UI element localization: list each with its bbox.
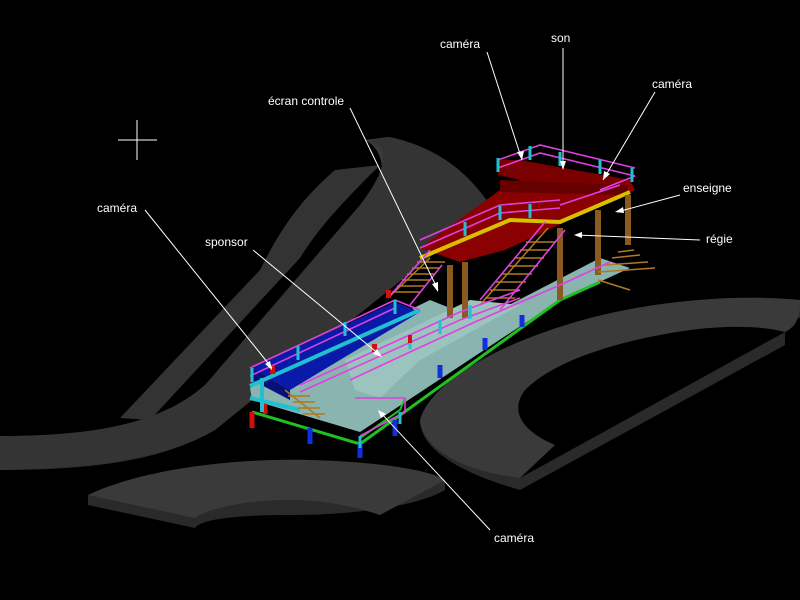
label-ecran-controle: écran controle (268, 94, 344, 108)
leader-ecran-controle (349, 107, 439, 292)
leader-camera-right (602, 91, 656, 181)
label-sponsor: sponsor (205, 235, 248, 249)
road-main-top2 (0, 137, 490, 470)
label-camera-left: caméra (97, 201, 137, 215)
cyan-beams (249, 308, 421, 412)
label-camera-top: caméra (440, 37, 480, 51)
brown-supports (447, 195, 631, 318)
label-son: son (551, 31, 570, 45)
label-regie: régie (706, 232, 733, 246)
label-camera-right: caméra (652, 77, 692, 91)
road-segments (0, 137, 800, 528)
leader-camera-bottom (378, 410, 491, 531)
road-right-top (420, 297, 800, 478)
crosshair-icon (118, 120, 157, 160)
blue-legs (307, 315, 525, 458)
road-right-end (520, 332, 785, 490)
lower-deck-inner (345, 300, 520, 398)
labels: caméra son caméra écran controle enseign… (97, 31, 733, 545)
stairs (284, 227, 656, 419)
stair-lower-left (284, 389, 325, 419)
road-bottom-top (88, 459, 445, 518)
stair-right (597, 249, 656, 291)
stair-left (387, 257, 445, 299)
stage-structure (249, 144, 656, 458)
yellow-beam (419, 190, 631, 260)
green-edge (251, 280, 601, 446)
leader-camera-left (144, 209, 273, 370)
posts (250, 146, 634, 448)
leader-camera-top (486, 51, 524, 161)
label-enseigne: enseigne (683, 181, 732, 195)
label-camera-bottom: caméra (494, 531, 534, 545)
leader-lines (144, 48, 701, 531)
leader-son (560, 48, 566, 170)
upper-deck-front (500, 180, 628, 195)
leader-regie (574, 232, 701, 241)
leader-sponsor (252, 249, 382, 357)
blue-deck-side (252, 368, 290, 400)
red-markers (270, 290, 412, 374)
leader-enseigne (615, 194, 681, 213)
road-upper (120, 165, 380, 420)
